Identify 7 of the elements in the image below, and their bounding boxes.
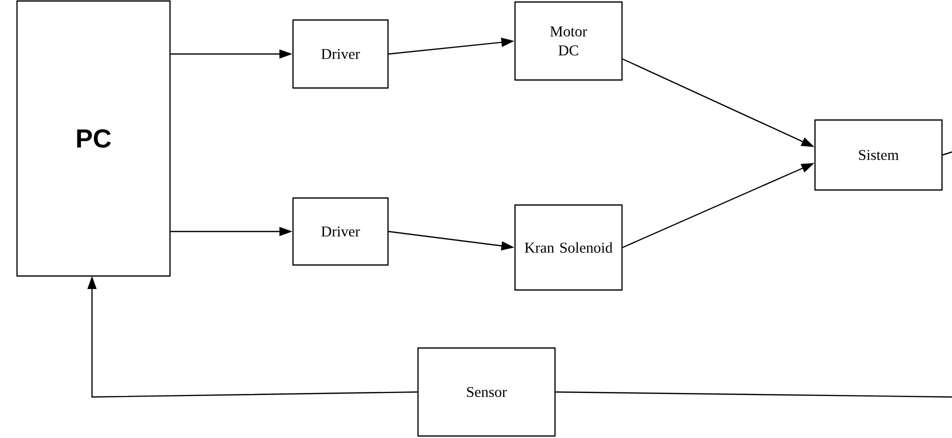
block-box: Sistem <box>814 119 943 191</box>
block-box: PC <box>16 0 171 277</box>
block-box: Driver <box>292 197 389 266</box>
block-box: Sensor <box>417 347 556 437</box>
block-box: Motor DC <box>514 1 623 81</box>
block-box: Driver <box>292 19 389 89</box>
block-box: Kran Solenoid <box>514 204 623 291</box>
